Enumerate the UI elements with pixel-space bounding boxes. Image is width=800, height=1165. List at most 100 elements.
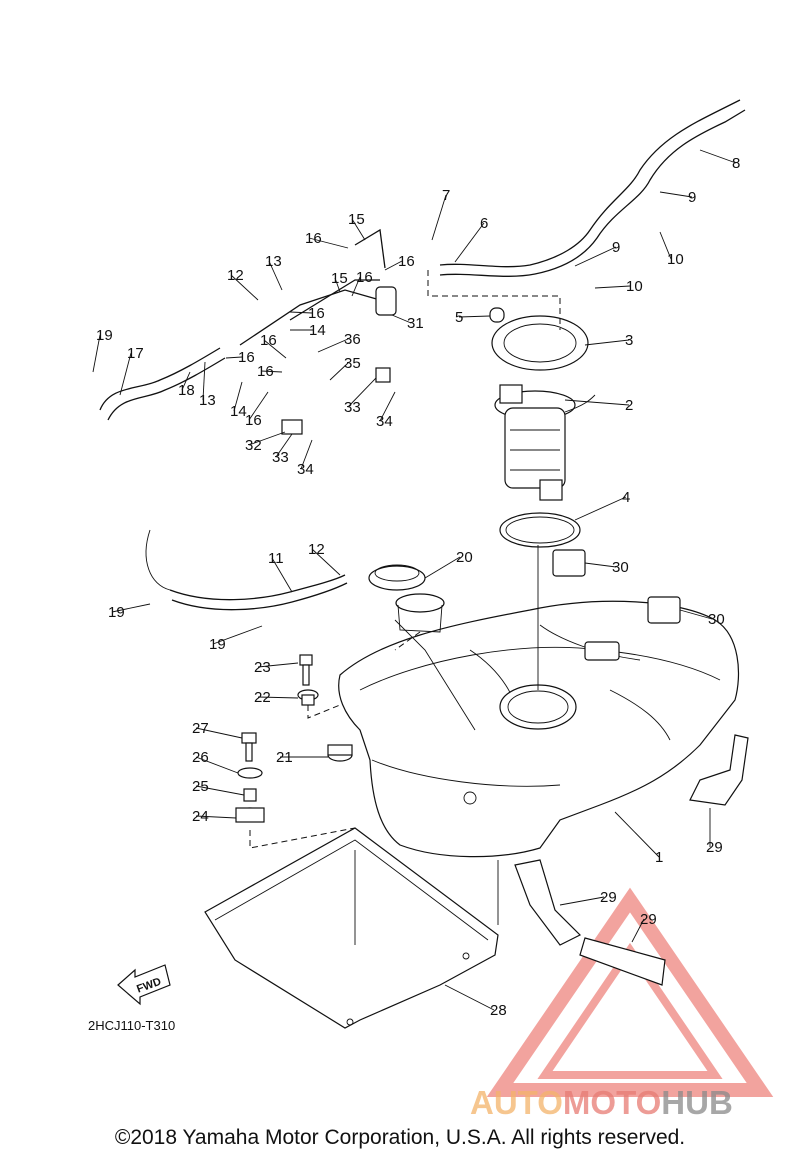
callout-leader (594, 285, 631, 289)
callout-number: 31 (407, 315, 424, 332)
bolt-23 (299, 654, 313, 686)
callout-number: 10 (667, 251, 684, 268)
callout-number: 22 (254, 689, 271, 706)
callout-leader (679, 609, 713, 620)
callout-number: 3 (625, 332, 633, 349)
callout-number: 5 (455, 309, 463, 326)
callout-number: 10 (626, 278, 643, 295)
callout-number: 14 (309, 322, 326, 339)
callout-number: 14 (230, 403, 247, 420)
callout-number: 13 (199, 392, 216, 409)
callout-leader (181, 371, 191, 391)
callout-number: 24 (192, 808, 209, 825)
callout-leader (574, 496, 627, 521)
watermark-moto: MOTO (563, 1084, 661, 1121)
callout-number: 16 (238, 349, 255, 366)
callout-leader (614, 811, 660, 858)
callout-number: 29 (640, 911, 657, 928)
callout-number: 12 (308, 541, 325, 558)
callout-number: 13 (265, 253, 282, 270)
collar-25 (243, 788, 257, 802)
callout-number: 27 (192, 720, 209, 737)
callout-leader (329, 362, 349, 381)
callout-number: 16 (356, 269, 373, 286)
damper-24 (235, 807, 265, 823)
callout-leader (195, 815, 237, 819)
callout-number: 28 (490, 1002, 507, 1019)
callout-number: 25 (192, 778, 209, 795)
callout-leader (275, 433, 293, 458)
callout-number: 17 (127, 345, 144, 362)
callout-leader (260, 370, 283, 373)
rubber-29-low (579, 937, 666, 986)
callout-number: 7 (442, 187, 450, 204)
vent-hose-11 (169, 574, 348, 611)
callout-leader (308, 237, 349, 249)
fuel-pump (494, 384, 596, 501)
callout-number: 16 (398, 253, 415, 270)
callout-leader (248, 431, 286, 446)
callout-number: 36 (344, 331, 361, 348)
callout-number: 12 (227, 267, 244, 284)
callout-number: 18 (178, 382, 195, 399)
callout-leader (257, 662, 299, 668)
copyright-notice: ©2018 Yamaha Motor Corporation, U.S.A. A… (114, 1126, 686, 1149)
cap-5 (489, 307, 505, 323)
callout-number: 2 (625, 397, 633, 414)
washer-26 (237, 767, 263, 779)
callout-leader (699, 149, 737, 164)
fuel-tank (338, 600, 740, 858)
callout-number: 34 (297, 461, 314, 478)
callout-leader (119, 352, 132, 396)
filler-neck (394, 593, 445, 651)
callout-number: 33 (272, 449, 289, 466)
callout-leader (195, 785, 245, 796)
callout-number: 1 (655, 849, 663, 866)
vent-hose-17 (99, 347, 226, 591)
callout-leader (351, 276, 361, 297)
callout-leader (289, 311, 313, 314)
callout-leader (230, 274, 259, 301)
callout-leader (202, 361, 206, 401)
fuel-hose-main (439, 99, 746, 277)
callout-leader (212, 625, 263, 645)
callout-number: 16 (308, 305, 325, 322)
callout-number: 20 (456, 549, 473, 566)
callout-number: 9 (612, 239, 620, 256)
callout-number: 6 (480, 215, 488, 232)
callout-number: 32 (245, 437, 262, 454)
callout-number: 8 (732, 155, 740, 172)
callout-leader (317, 338, 349, 353)
callout-leader (195, 756, 239, 774)
damper-30-a (552, 549, 586, 577)
callout-leader (391, 314, 412, 324)
watermark-text: AUTOMOTOHUB (470, 1084, 733, 1121)
callout-number: 9 (688, 189, 696, 206)
breather-lines (239, 228, 386, 346)
callout-number: 19 (209, 636, 226, 653)
callout-leader (458, 315, 491, 318)
callout-number: 19 (108, 604, 125, 621)
canister-31 (375, 286, 397, 316)
callout-leader (347, 377, 377, 408)
fuel-cap (368, 564, 426, 591)
callout-number: 23 (254, 659, 271, 676)
pump-retainer-plate (491, 315, 589, 371)
rubber-29-mid (514, 859, 582, 946)
callout-leader (268, 260, 283, 291)
watermark-hub: HUB (661, 1084, 733, 1121)
svg-text:AUTOMOTOHUB: AUTOMOTOHUB (470, 1084, 733, 1121)
callouts: 1234567899101011121213131414151516161616… (92, 149, 740, 1019)
callout-leader (263, 339, 287, 359)
callout-leader (379, 391, 396, 422)
callout-number: 29 (600, 889, 617, 906)
callout-number: 21 (276, 749, 293, 766)
callout-leader (424, 556, 461, 579)
callout-number: 11 (268, 550, 284, 567)
callout-leader (233, 381, 243, 412)
watermark-auto: AUTO (470, 1084, 563, 1121)
callout-number: 16 (260, 332, 277, 349)
collar-22 (297, 689, 319, 706)
callout-leader (271, 557, 293, 593)
